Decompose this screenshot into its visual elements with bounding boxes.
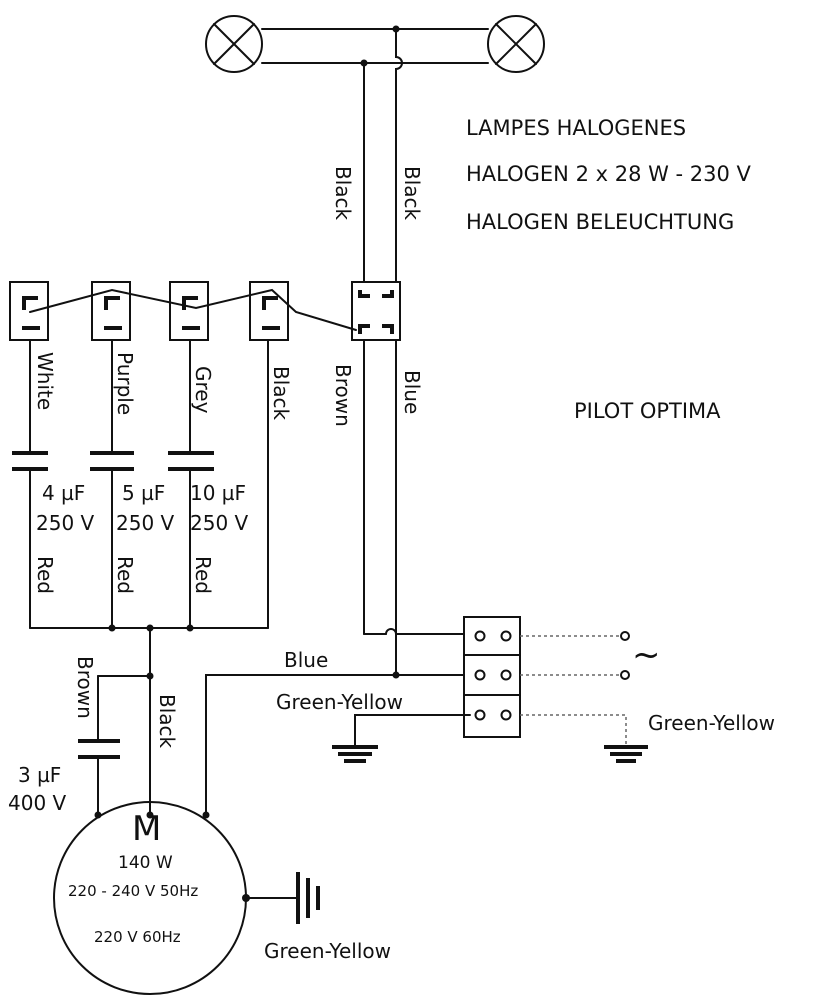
label-purple: Purple (113, 352, 137, 415)
label-black-right: Black (400, 166, 424, 221)
c3-voltage: 250 V (190, 511, 249, 535)
capacitor-c2-icon (90, 451, 134, 471)
c2-voltage: 250 V (116, 511, 175, 535)
speed-switch-1 (9, 281, 49, 341)
terminal-block (463, 616, 521, 738)
c1-voltage: 250 V (36, 511, 95, 535)
motor-cap-value: 3 µF (18, 763, 61, 787)
speed-switches (9, 281, 357, 341)
label-brown: Brown (331, 364, 355, 427)
label-white: White (33, 352, 57, 410)
motor-rating-1: 220 - 240 V 50Hz (68, 882, 198, 900)
motor-cap-voltage: 400 V (8, 791, 67, 815)
halogen-lamp-right-icon (487, 15, 545, 73)
motor-rating-2: 220 V 60Hz (94, 928, 181, 946)
wire-black-right (395, 28, 403, 283)
motor-ground-icon (296, 872, 320, 924)
label-red-3: Red (191, 556, 215, 594)
motor-power: 140 W (118, 853, 173, 873)
label-black-switch: Black (269, 366, 293, 421)
lamps-german: HALOGEN BELEUCHTUNG (466, 210, 734, 234)
c1-value: 4 µF (42, 481, 85, 505)
lamps-rating: HALOGEN 2 x 28 W - 230 V (466, 162, 752, 186)
label-blue-horizontal: Blue (284, 648, 328, 672)
label-blue-vertical: Blue (400, 370, 424, 414)
c3-value: 10 µF (190, 481, 246, 505)
capacitor-motor-icon (78, 739, 120, 759)
capacitor-c3-icon (168, 451, 214, 471)
label-red-1: Red (33, 556, 57, 594)
label-grey: Grey (191, 366, 215, 414)
halogen-lamps (205, 15, 545, 73)
speed-switch-3 (169, 281, 209, 341)
supply-wire-green-yellow (520, 714, 627, 745)
motor-symbol: M (132, 809, 161, 849)
label-black-left: Black (331, 166, 355, 221)
halogen-lamp-left-icon (205, 15, 263, 73)
switch-linkage (29, 288, 357, 331)
wire-green-yellow-block (354, 714, 471, 746)
lamps-title: LAMPES HALOGENES (466, 116, 686, 140)
label-green-yellow-motor: Green-Yellow (264, 939, 391, 963)
c2-value: 5 µF (122, 481, 165, 505)
model-name: PILOT OPTIMA (574, 399, 721, 423)
supply-symbol: ~ (632, 635, 661, 675)
label-black-motor: Black (155, 694, 179, 749)
label-brown-motor: Brown (73, 656, 97, 719)
supply-ground-icon (604, 745, 648, 763)
wire-blue-horizontal (205, 674, 471, 816)
capacitor-c1-icon (12, 451, 48, 471)
label-red-2: Red (113, 556, 137, 594)
label-green-yellow-supply: Green-Yellow (648, 711, 775, 735)
label-green-yellow-block: Green-Yellow (276, 690, 403, 714)
block-ground-icon (332, 745, 378, 763)
